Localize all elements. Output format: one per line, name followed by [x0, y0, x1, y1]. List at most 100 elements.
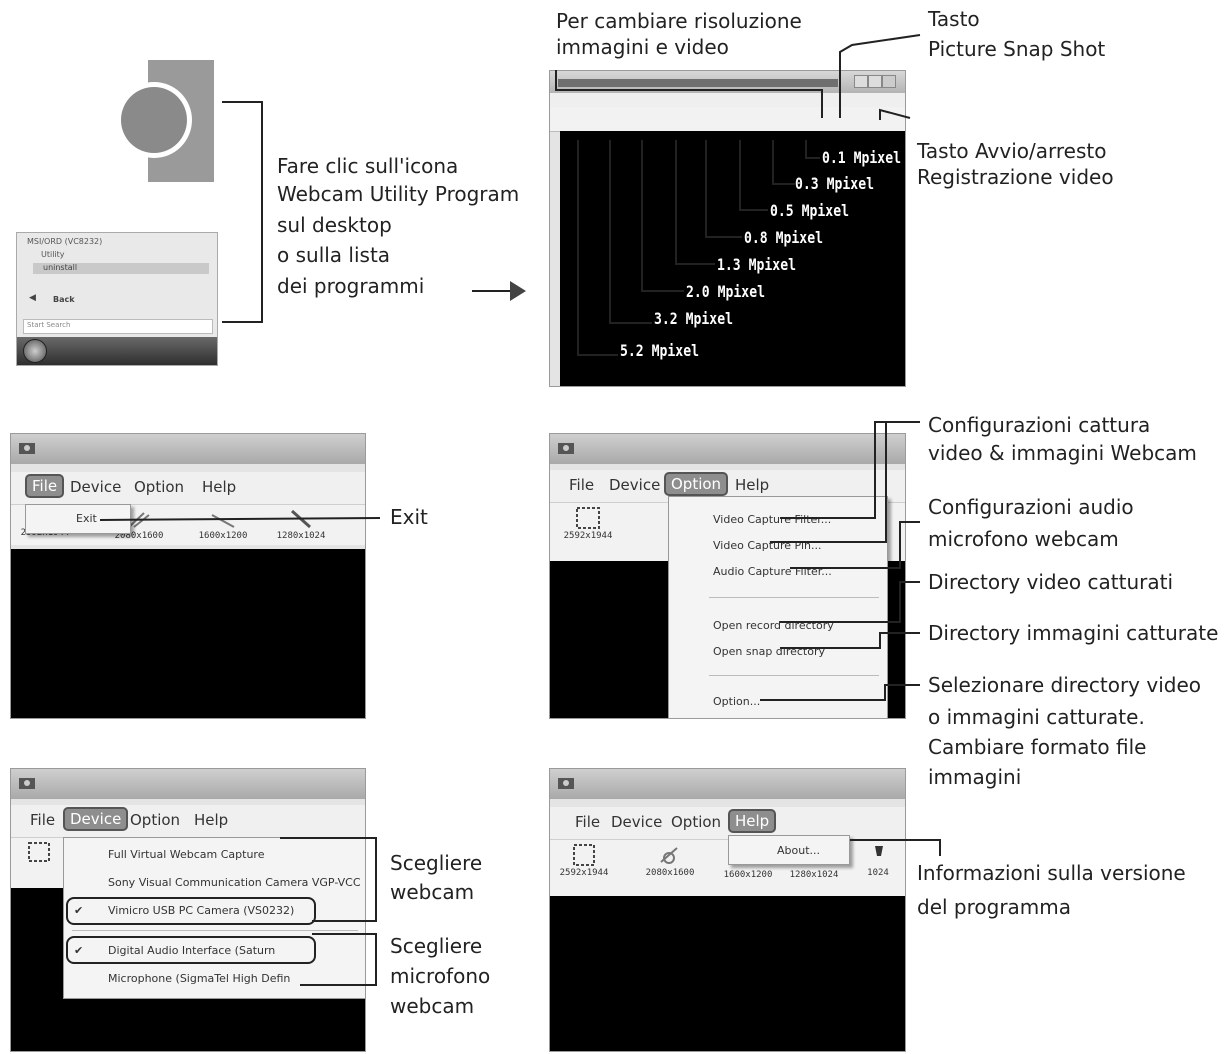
- option-menu-screenshot: File Device Option Help 2592x1944 Video …: [549, 433, 906, 719]
- toolbar-res-1600[interactable]: 1600x1200: [723, 870, 773, 880]
- callout-record-line-2: Registrazione video: [917, 165, 1114, 189]
- resolution-label-3.2: 3.2 Mpixel: [654, 309, 733, 328]
- device-panel-titlebar: [11, 769, 365, 799]
- menu-item-digital-audio[interactable]: Digital Audio Interface (Saturn: [108, 944, 276, 957]
- menu-item-vimicro-camera[interactable]: Vimicro USB PC Camera (VS0232): [108, 904, 295, 917]
- callout-mic-line-2: microfono: [390, 964, 491, 988]
- minimize-button[interactable]: [854, 75, 868, 88]
- toolbar-res-1280[interactable]: 1280x1024: [273, 507, 329, 541]
- callout-options-line-2: o immagini catturate.: [928, 705, 1145, 729]
- menu-option[interactable]: Option: [134, 478, 185, 496]
- menu-file[interactable]: File: [575, 813, 601, 831]
- close-button[interactable]: [882, 75, 896, 88]
- app-icon: [19, 778, 35, 789]
- file-panel-menubar: File Device Option Help: [11, 472, 365, 505]
- app-icon: [558, 443, 574, 454]
- toolbar-res-1600[interactable]: 1600x1200: [195, 507, 251, 541]
- webcam-app-window: 0.1 Mpixel 0.3 Mpixel 0.5 Mpixel 0.8 Mpi…: [549, 70, 906, 387]
- start-menu-item-uninstall[interactable]: [33, 263, 209, 274]
- app-menubar: [550, 93, 905, 107]
- callout-audio-config-line-2: microfono webcam: [928, 527, 1119, 551]
- callout-exit: Exit: [390, 505, 428, 529]
- record-icon: [875, 846, 883, 856]
- file-panel-titlebar: [11, 434, 365, 464]
- start-search-placeholder: Start Search: [27, 321, 71, 329]
- menu-item-option[interactable]: Option...: [713, 695, 761, 708]
- menu-option[interactable]: Option: [130, 811, 181, 829]
- camera-icon: [211, 514, 235, 528]
- menu-item-video-capture-pin[interactable]: Video Capture Pin...: [713, 539, 822, 552]
- resolution-label-5.2: 5.2 Mpixel: [620, 341, 699, 360]
- callout-resolution-line-1: Per cambiare risoluzione: [556, 9, 802, 33]
- menu-item-open-record-directory[interactable]: Open record directory: [713, 619, 834, 632]
- callout-resolution-line-2: immagini e video: [556, 35, 729, 59]
- menu-help[interactable]: Help: [735, 476, 770, 494]
- start-menu-item-uninstall-label: uninstall: [43, 263, 78, 272]
- camera-icon: [291, 509, 311, 529]
- menu-option[interactable]: Option: [671, 813, 722, 831]
- menu-help[interactable]: Help: [202, 478, 237, 496]
- device-menu-screenshot: File Device Option Help Full Virtual Web…: [10, 768, 366, 1052]
- webcam-desktop-icon[interactable]: [112, 60, 216, 184]
- snapshot-frame-icon: [576, 507, 600, 529]
- menu-help[interactable]: Help: [194, 811, 229, 829]
- menu-item-video-capture-filter[interactable]: Video Capture Filter...: [713, 513, 832, 526]
- callout-about-line-2: del programma: [917, 895, 1072, 919]
- webcam-icon: [116, 60, 214, 182]
- menu-separator: [709, 597, 879, 598]
- help-dropdown: About...: [728, 835, 850, 865]
- highlight-ring-webcam: [66, 897, 316, 925]
- maximize-button[interactable]: [868, 75, 882, 88]
- callout-video-directory: Directory video catturati: [928, 570, 1174, 594]
- menu-item-sony-camera[interactable]: Sony Visual Communication Camera VGP-VCC: [108, 876, 361, 889]
- app-toolbar: [550, 107, 905, 132]
- menu-item-open-snap-directory[interactable]: Open snap directory: [713, 645, 826, 658]
- toolbar-res-1024[interactable]: 1024: [858, 842, 898, 878]
- menu-item-microphone[interactable]: Microphone (SigmaTel High Defin: [108, 972, 291, 985]
- app-icon: [19, 443, 35, 454]
- start-menu-back[interactable]: Back: [53, 295, 75, 304]
- callout-image-directory: Directory immagini catturate: [928, 621, 1219, 645]
- callout-webcam-line-1: Scegliere: [390, 851, 483, 875]
- menu-file[interactable]: File: [25, 474, 65, 498]
- help-panel-titlebar: [550, 769, 905, 799]
- resolution-label-0.5: 0.5 Mpixel: [770, 201, 849, 220]
- resolution-label-0.3: 0.3 Mpixel: [795, 174, 874, 193]
- menu-item-virtual-webcam[interactable]: Full Virtual Webcam Capture: [108, 848, 265, 861]
- toolbar-res-2592[interactable]: 2592x1944: [560, 505, 616, 541]
- callout-snapshot-line-2: Picture Snap Shot: [928, 37, 1106, 61]
- callout-options-line-4: immagini: [928, 765, 1022, 789]
- menu-help[interactable]: Help: [728, 809, 777, 833]
- help-panel-menubar: File Device Option Help: [550, 807, 905, 840]
- start-search-input[interactable]: [23, 319, 213, 334]
- menu-file[interactable]: File: [30, 811, 56, 829]
- start-menu-item-utility[interactable]: Utility: [41, 250, 65, 259]
- file-panel-preview: [11, 549, 365, 718]
- menu-item-audio-capture-filter[interactable]: Audio Capture Filter...: [713, 565, 832, 578]
- toolbar-res-1280[interactable]: 1280x1024: [789, 870, 839, 880]
- toolbar-res-2080[interactable]: 2080x1600: [642, 842, 698, 878]
- highlight-ring-audio: [66, 936, 316, 964]
- callout-audio-config-line-1: Configurazioni audio: [928, 495, 1134, 519]
- menu-item-exit[interactable]: Exit: [76, 512, 97, 525]
- menu-device[interactable]: Device: [609, 476, 661, 494]
- callout-webcam-line-2: webcam: [390, 880, 475, 904]
- menu-device[interactable]: Device: [611, 813, 663, 831]
- callout-mic-line-3: webcam: [390, 994, 475, 1018]
- menu-option[interactable]: Option: [664, 472, 729, 496]
- menu-device[interactable]: Device: [63, 807, 129, 831]
- back-arrow-icon: ◀: [29, 293, 36, 303]
- checkmark-icon: ✔: [74, 944, 84, 957]
- camera-icon: [660, 847, 678, 864]
- menu-item-about[interactable]: About...: [777, 844, 821, 857]
- menu-file[interactable]: File: [569, 476, 595, 494]
- start-orb-icon[interactable]: [23, 339, 47, 363]
- callout-about-line-1: Informazioni sulla versione: [917, 861, 1186, 885]
- step1-instruction-line-5: dei programmi: [277, 274, 425, 298]
- toolbar-res-2592[interactable]: [19, 840, 59, 864]
- step1-instruction-line-2: Webcam Utility Program: [277, 182, 520, 206]
- start-menu-folder[interactable]: MSI/ORD (VC8232): [27, 237, 103, 246]
- file-dropdown: Exit: [25, 504, 131, 534]
- toolbar-res-2592[interactable]: 2592x1944: [556, 842, 612, 878]
- menu-device[interactable]: Device: [70, 478, 122, 496]
